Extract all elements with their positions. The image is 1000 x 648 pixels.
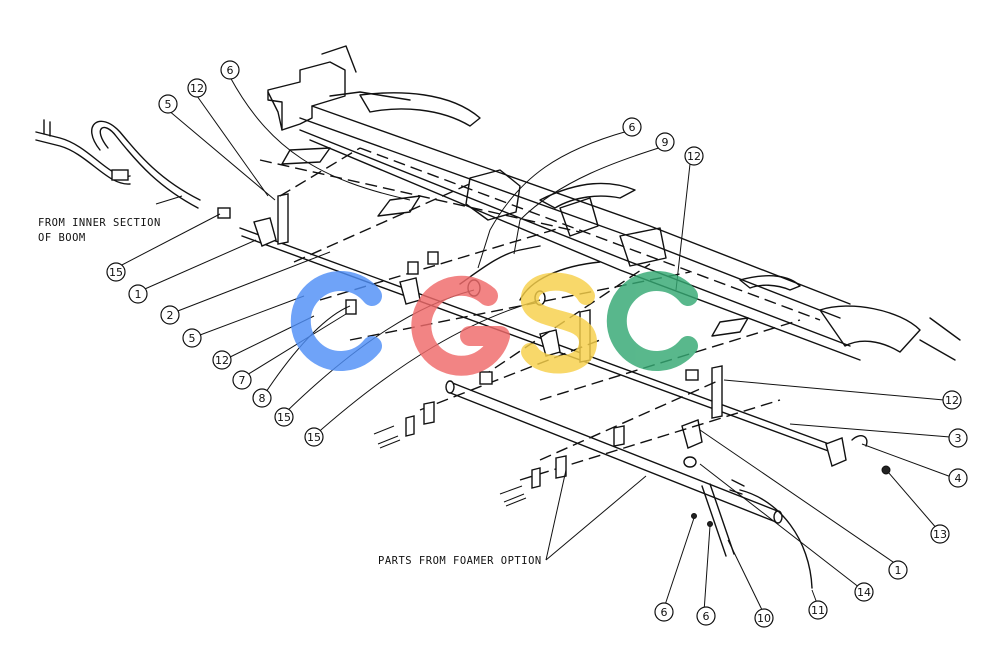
callout-number: 15 [109, 266, 123, 279]
callout-1: 1 [128, 284, 148, 304]
callout-circle [808, 600, 828, 620]
callout-6: 6 [220, 60, 240, 80]
callout-circle [220, 60, 240, 80]
callout-number: 9 [662, 136, 669, 149]
spray-pipe [239, 193, 847, 467]
callout-10: 10 [754, 608, 774, 628]
callout-15: 15 [304, 427, 324, 447]
callout-number: 5 [165, 98, 172, 111]
boom-frame [267, 45, 961, 361]
callout-2: 2 [160, 305, 180, 325]
callout-circle [182, 328, 202, 348]
callout-15: 15 [106, 262, 126, 282]
callout-6: 6 [654, 602, 674, 622]
callout-4: 4 [948, 468, 968, 488]
callout-number: 11 [811, 604, 825, 617]
callout-5: 5 [182, 328, 202, 348]
callout-number: 15 [307, 431, 321, 444]
note-inner-section: FROM INNER SECTION [38, 217, 161, 229]
callout-5: 5 [158, 94, 178, 114]
callout-12: 12 [942, 390, 962, 410]
callout-number: 12 [687, 150, 701, 163]
callout-15: 15 [274, 407, 294, 427]
watermark-letter-c [290, 271, 382, 371]
callout-number: 6 [661, 606, 668, 619]
callout-circle [187, 78, 207, 98]
callout-number: 5 [189, 332, 196, 345]
callout-circle [930, 524, 950, 544]
callout-circle [948, 468, 968, 488]
callout-number: 12 [215, 354, 229, 367]
callout-number: 13 [933, 528, 947, 541]
callout-12: 12 [684, 146, 704, 166]
callout-circle [754, 608, 774, 628]
callout-6: 6 [696, 606, 716, 626]
callout-number: 15 [277, 411, 291, 424]
callout-number: 12 [190, 82, 204, 95]
callout-number: 14 [857, 586, 871, 599]
callout-number: 6 [227, 64, 234, 77]
callout-circle [854, 582, 874, 602]
callout-circle [158, 94, 178, 114]
callout-14: 14 [854, 582, 874, 602]
callout-3: 3 [948, 428, 968, 448]
foamer-tube [373, 380, 813, 589]
callout-circle [212, 350, 232, 370]
callout-circle [888, 560, 908, 580]
callout-number: 10 [757, 612, 771, 625]
note-foamer-option: PARTS FROM FOAMER OPTION [378, 555, 542, 567]
callout-8: 8 [252, 388, 272, 408]
callout-number: 4 [955, 472, 962, 485]
callout-number: 1 [895, 564, 902, 577]
note-of-boom: OF BOOM [38, 232, 86, 244]
callout-circle [274, 407, 294, 427]
callout-7: 7 [232, 370, 252, 390]
callout-number: 12 [945, 394, 959, 407]
callout-circle [160, 305, 180, 325]
callout-number: 2 [167, 309, 174, 322]
watermark-letter-c2 [606, 271, 698, 371]
callout-number: 6 [703, 610, 710, 623]
inlet-hose [35, 119, 201, 209]
watermark-logo [290, 271, 698, 376]
callout-number: 3 [955, 432, 962, 445]
callout-1: 1 [888, 560, 908, 580]
callout-circle [622, 117, 642, 137]
callout-circle [655, 132, 675, 152]
callout-circle [304, 427, 324, 447]
callout-circle [948, 428, 968, 448]
callout-circle [252, 388, 272, 408]
leader-lines [115, 76, 955, 615]
callout-circle [942, 390, 962, 410]
callout-circle [654, 602, 674, 622]
callout-circle [684, 146, 704, 166]
callout-circle [232, 370, 252, 390]
watermark-letter-s [520, 272, 598, 374]
callout-13: 13 [930, 524, 950, 544]
callout-6: 6 [622, 117, 642, 137]
callout-9: 9 [655, 132, 675, 152]
watermark-letter-g [411, 275, 510, 376]
callout-number: 6 [629, 121, 636, 134]
callout-12: 12 [187, 78, 207, 98]
callout-circle [128, 284, 148, 304]
callout-circle [696, 606, 716, 626]
callout-number: 7 [239, 374, 246, 387]
callout-11: 11 [808, 600, 828, 620]
callout-number: 8 [259, 392, 266, 405]
callout-number: 1 [135, 288, 142, 301]
callout-circle [106, 262, 126, 282]
callout-12: 12 [212, 350, 232, 370]
